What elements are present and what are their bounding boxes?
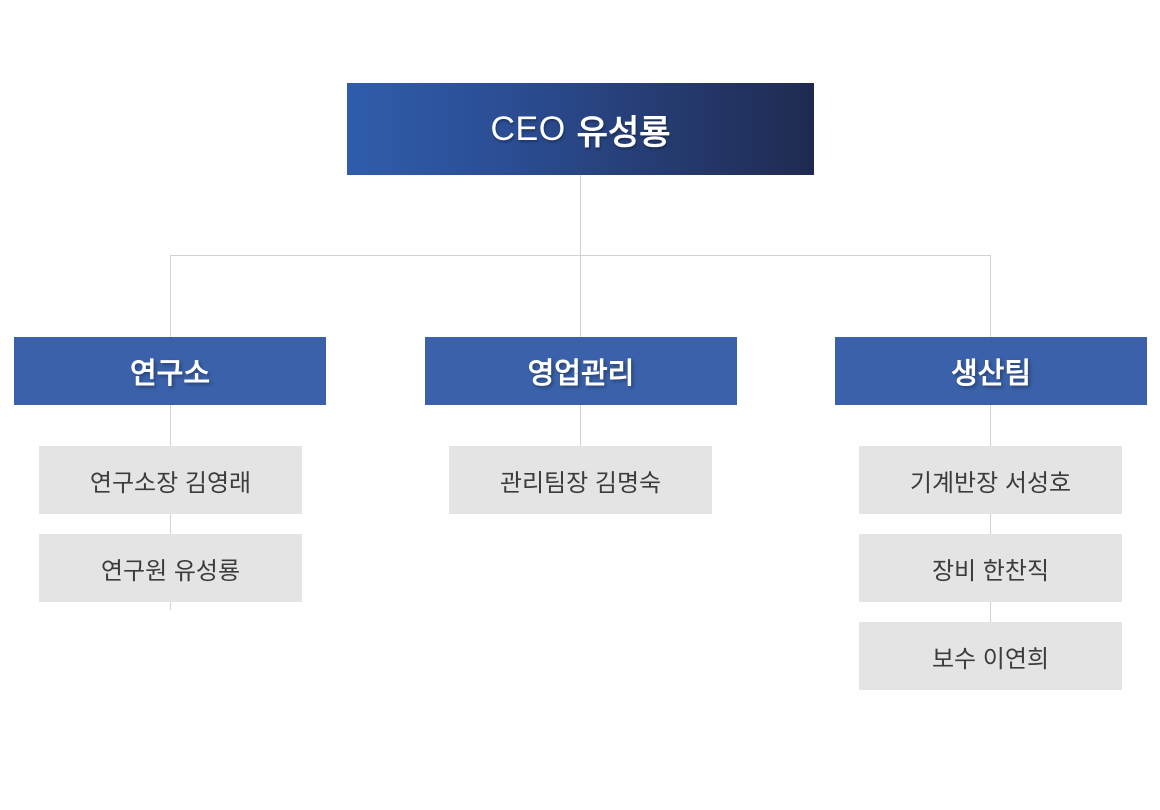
member-sales-1: 관리팀장 김명숙 (449, 446, 712, 514)
member-research-2: 연구원 유성룡 (39, 534, 302, 602)
connector-ceo-drop-line (580, 175, 581, 337)
dept-header-production: 생산팀 (835, 337, 1147, 405)
member-production-3: 보수 이연희 (859, 622, 1122, 690)
connector-research-drop-line (170, 255, 171, 337)
ceo-node: CEO 유성룡 (347, 83, 814, 175)
ceo-name-label: 유성룡 (576, 113, 671, 152)
connector-sales-column-line (580, 404, 581, 446)
dept-header-sales: 영업관리 (425, 337, 737, 405)
connector-production-column-line (990, 404, 991, 660)
connector-horizontal-line (170, 255, 991, 256)
ceo-title-label: CEO (490, 109, 566, 148)
member-research-1: 연구소장 김영래 (39, 446, 302, 514)
member-production-1: 기계반장 서성호 (859, 446, 1122, 514)
dept-header-research: 연구소 (14, 337, 326, 405)
member-production-2: 장비 한찬직 (859, 534, 1122, 602)
connector-production-drop-line (990, 255, 991, 337)
